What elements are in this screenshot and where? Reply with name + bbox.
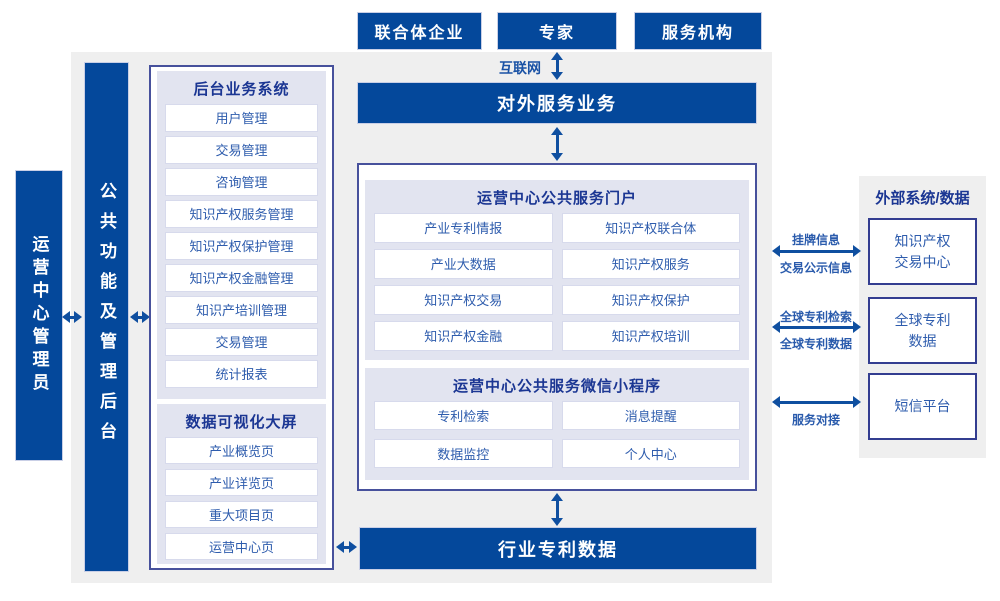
public-service-container: 运营中心公共服务门户 产业专利情报 知识产权联合体 产业大数据 知识产权服务 知… bbox=[357, 163, 757, 491]
actor-label: 服务机构 bbox=[661, 25, 734, 42]
external-systems-title: 外部系统/数据 bbox=[875, 190, 970, 207]
backend-system-items: 用户管理 交易管理 咨询管理 知识产权服务管理 知识产权保护管理 知识产权金融管… bbox=[157, 104, 326, 388]
global-patent-search-label: 全球专利检索 bbox=[779, 310, 852, 324]
portal-item: 产业专利情报 bbox=[374, 213, 553, 243]
ip-trade-center-line: 知识产权 bbox=[894, 233, 951, 250]
backend-item: 统计报表 bbox=[165, 360, 318, 388]
dashboard-items: 产业概览页 产业详览页 重大项目页 运营中心页 bbox=[157, 437, 326, 560]
internet-label: 互联网 bbox=[499, 60, 541, 76]
portal-title: 运营中心公共服务门户 bbox=[476, 190, 637, 207]
dashboard-item: 重大项目页 bbox=[165, 501, 318, 528]
ip-trade-center-line: 交易中心 bbox=[894, 253, 951, 270]
arrow-to-sms-platform bbox=[772, 396, 861, 408]
public-functions-backend-label: 公共功能及管理后台 bbox=[97, 182, 116, 452]
global-patent-data-box: 全球专利 数据 bbox=[868, 297, 977, 364]
arrow-admin-to-backend bbox=[62, 311, 82, 323]
dashboard-item: 产业概览页 bbox=[165, 437, 318, 464]
arrow-to-ip-trade-center bbox=[772, 245, 861, 257]
portal-item: 产业大数据 bbox=[374, 249, 553, 279]
miniprogram-item: 专利检索 bbox=[374, 401, 553, 430]
sms-platform-line: 短信平台 bbox=[894, 398, 951, 415]
miniprogram-items: 专利检索 消息提醒 数据监控 个人中心 bbox=[365, 401, 749, 468]
dashboard-item: 运营中心页 bbox=[165, 533, 318, 560]
miniprogram-item: 消息提醒 bbox=[561, 401, 740, 430]
arrow-service-to-portal bbox=[551, 127, 563, 161]
backend-item: 知识产权保护管理 bbox=[165, 232, 318, 260]
backend-item: 知识产权金融管理 bbox=[165, 264, 318, 292]
ip-trade-center-box: 知识产权 交易中心 bbox=[868, 218, 977, 285]
arrow-to-global-patent-data bbox=[772, 321, 861, 333]
actor-label: 专家 bbox=[538, 25, 575, 42]
arrow-dashboard-to-patent-data bbox=[336, 541, 357, 553]
backend-system-title: 后台业务系统 bbox=[193, 81, 290, 98]
backend-item: 咨询管理 bbox=[165, 168, 318, 196]
actor-label: 联合体企业 bbox=[374, 25, 465, 42]
portal-item: 知识产权服务 bbox=[561, 249, 740, 279]
external-service-bar: 对外服务业务 bbox=[357, 82, 757, 124]
arrow-backend-to-systems bbox=[130, 311, 150, 323]
arrow-internet-vertical bbox=[551, 52, 563, 80]
miniprogram-item: 数据监控 bbox=[374, 439, 553, 468]
portal-items: 产业专利情报 知识产权联合体 产业大数据 知识产权服务 知识产权交易 知识产权保… bbox=[365, 213, 749, 351]
dashboard-panel: 数据可视化大屏 产业概览页 产业详览页 重大项目页 运营中心页 bbox=[157, 404, 326, 564]
industry-patent-data-label: 行业专利数据 bbox=[498, 539, 618, 560]
backend-system-panel: 后台业务系统 用户管理 交易管理 咨询管理 知识产权服务管理 知识产权保护管理 … bbox=[157, 71, 326, 399]
miniprogram-panel: 运营中心公共服务微信小程序 专利检索 消息提醒 数据监控 个人中心 bbox=[365, 368, 749, 480]
trade-publicity-info-label: 交易公示信息 bbox=[779, 261, 852, 275]
service-connection-label: 服务对接 bbox=[791, 413, 840, 427]
portal-item: 知识产权金融 bbox=[374, 321, 553, 351]
arrow-portal-to-patent-data bbox=[551, 493, 563, 526]
operations-admin-label: 运营中心管理员 bbox=[29, 235, 49, 396]
global-patent-data-line: 全球专利 bbox=[894, 312, 951, 329]
actor-service-organization: 服务机构 bbox=[634, 12, 762, 50]
backend-item: 知识产权服务管理 bbox=[165, 200, 318, 228]
external-systems-panel: 外部系统/数据 知识产权 交易中心 全球专利 数据 短信平台 bbox=[859, 176, 986, 458]
portal-item: 知识产权联合体 bbox=[561, 213, 740, 243]
actor-consortium-enterprise: 联合体企业 bbox=[357, 12, 482, 50]
dashboard-item: 产业详览页 bbox=[165, 469, 318, 496]
backend-item: 用户管理 bbox=[165, 104, 318, 132]
backoffice-container: 后台业务系统 用户管理 交易管理 咨询管理 知识产权服务管理 知识产权保护管理 … bbox=[149, 65, 334, 570]
miniprogram-item: 个人中心 bbox=[561, 439, 740, 468]
actor-expert: 专家 bbox=[497, 12, 617, 50]
listing-info-label: 挂牌信息 bbox=[791, 233, 840, 247]
backend-item: 知识产培训管理 bbox=[165, 296, 318, 324]
portal-panel: 运营中心公共服务门户 产业专利情报 知识产权联合体 产业大数据 知识产权服务 知… bbox=[365, 180, 749, 360]
portal-item: 知识产权保护 bbox=[561, 285, 740, 315]
industry-patent-data-bar: 行业专利数据 bbox=[359, 527, 757, 570]
portal-item: 知识产权培训 bbox=[561, 321, 740, 351]
dashboard-title: 数据可视化大屏 bbox=[185, 414, 298, 431]
operations-admin-bar: 运营中心管理员 bbox=[15, 170, 63, 461]
backend-item: 交易管理 bbox=[165, 328, 318, 356]
miniprogram-title: 运营中心公共服务微信小程序 bbox=[452, 378, 661, 395]
public-functions-backend-bar: 公共功能及管理后台 bbox=[84, 62, 129, 572]
global-patent-data-line: 数据 bbox=[908, 332, 937, 349]
external-service-label: 对外服务业务 bbox=[497, 94, 617, 114]
sms-platform-box: 短信平台 bbox=[868, 373, 977, 440]
global-patent-data-label: 全球专利数据 bbox=[779, 337, 852, 351]
portal-item: 知识产权交易 bbox=[374, 285, 553, 315]
backend-item: 交易管理 bbox=[165, 136, 318, 164]
